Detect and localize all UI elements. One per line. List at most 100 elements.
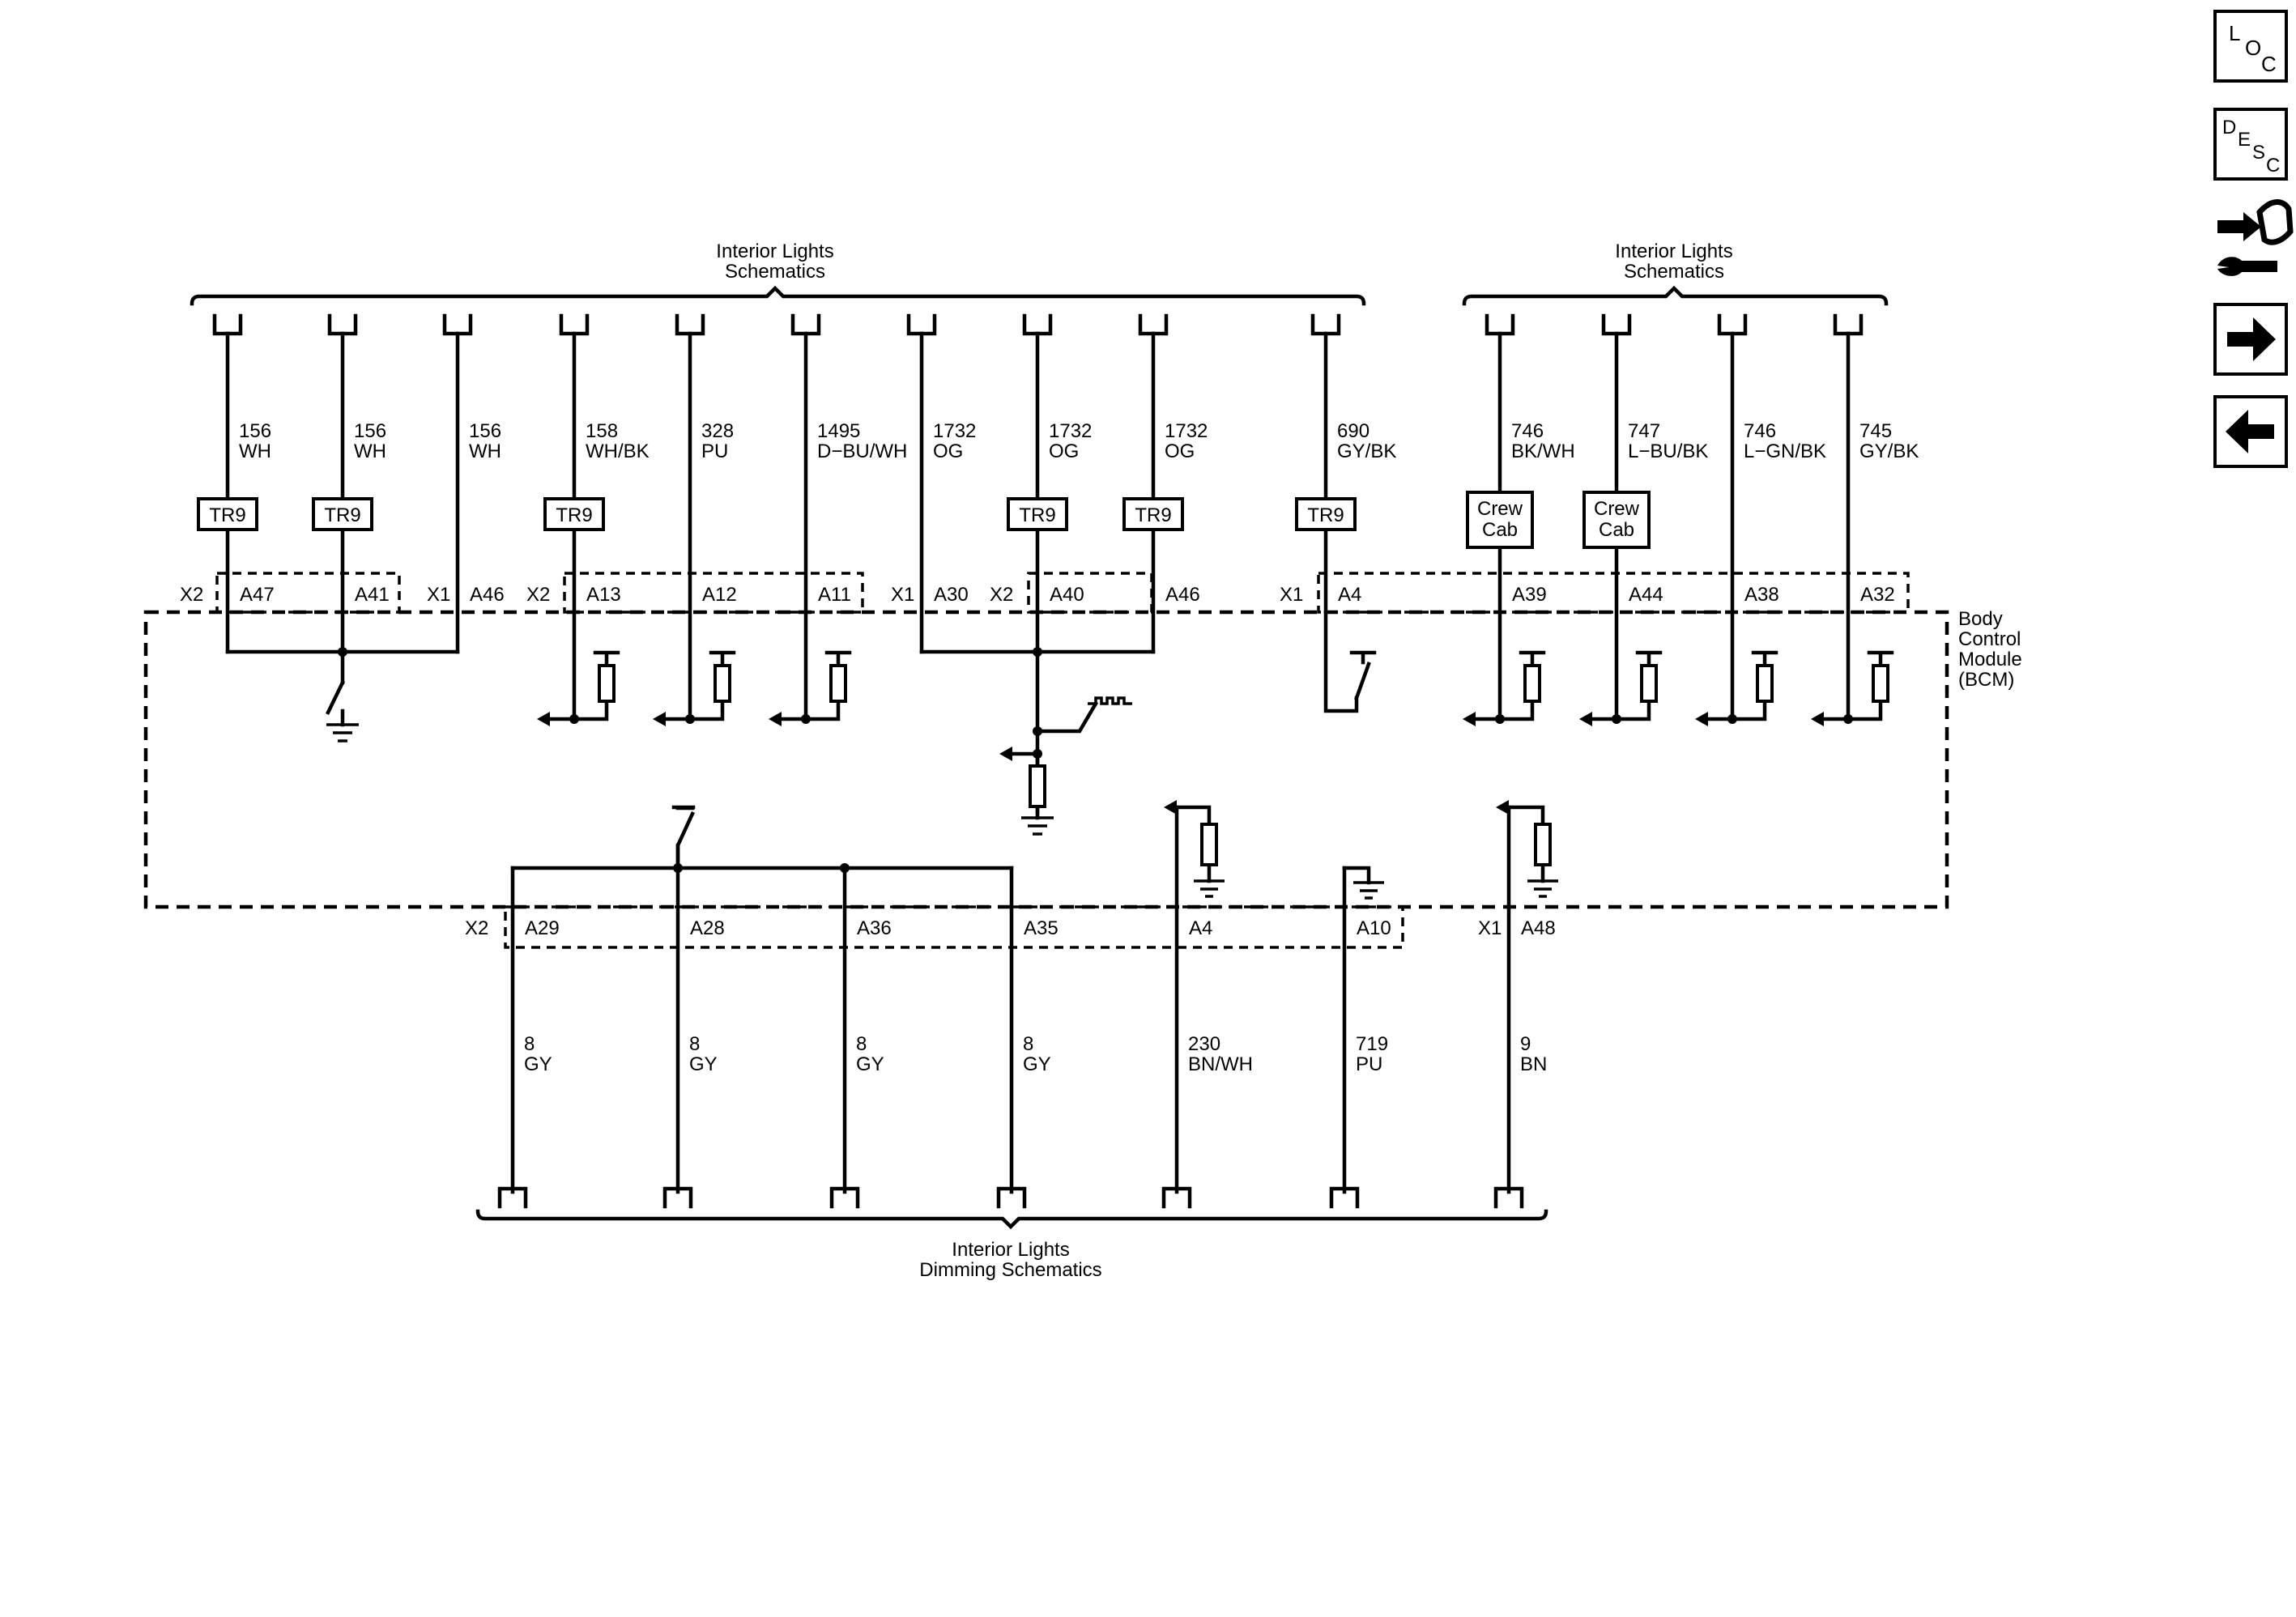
- wire-color: GY: [1023, 1053, 1051, 1075]
- wire-color: GY/BK: [1337, 440, 1396, 462]
- connector-box-x1-top-4: [1317, 572, 1910, 614]
- connector-terminal: [327, 313, 358, 336]
- connector-label: X2: [526, 584, 550, 606]
- pullup-wire: [1614, 699, 1651, 721]
- top-left-bracket: [190, 285, 1366, 306]
- connector-label: X1: [1280, 584, 1303, 606]
- input-arrow: [1695, 712, 1708, 726]
- loc-button[interactable]: L O C: [2213, 10, 2288, 83]
- crew-cab-box: [1582, 491, 1651, 549]
- junction-dot: [1033, 726, 1042, 736]
- arrow-right-icon: [2227, 317, 2276, 361]
- bottom-bracket: [475, 1209, 1548, 1230]
- pulldown-resistor: [1029, 764, 1046, 808]
- wire-color: OG: [1049, 440, 1079, 462]
- pin-label: A44: [1629, 584, 1663, 606]
- input-arrow: [1164, 800, 1177, 815]
- connector-terminal: [497, 1186, 528, 1209]
- wire-number: 690: [1337, 420, 1370, 442]
- tr9-box: [312, 497, 373, 531]
- pin-label: A4: [1189, 917, 1212, 939]
- pin-label: A30: [934, 584, 969, 606]
- wire-color: PU: [1356, 1053, 1382, 1075]
- tr9-box: [197, 497, 258, 531]
- top-left-title-line1: Interior Lights: [716, 240, 833, 262]
- junction-dot: [1033, 647, 1042, 657]
- pullup-resistor: [1872, 664, 1889, 703]
- loc-letter-o: O: [2245, 36, 2261, 60]
- tr9-box: [543, 497, 605, 531]
- pin-label: A46: [1165, 584, 1200, 606]
- pullup-supply: [593, 650, 620, 668]
- connector-terminal: [1310, 313, 1341, 336]
- connector-terminal: [1833, 313, 1864, 336]
- wire-number: 8: [1023, 1033, 1033, 1055]
- pin-label: A40: [1050, 584, 1084, 606]
- previous-page-button[interactable]: [2213, 395, 2288, 468]
- wire-color: GY: [524, 1053, 552, 1075]
- tr9-label: TR9: [324, 504, 360, 526]
- desc-letter-s: S: [2252, 142, 2265, 164]
- pullup-supply: [709, 650, 736, 668]
- wire-number: 1732: [1165, 420, 1208, 442]
- pullup-supply: [1867, 650, 1894, 668]
- crew-cab-box: [1466, 491, 1534, 549]
- module-label-line1: Body: [1958, 608, 2003, 630]
- junction-dot: [673, 863, 683, 873]
- pullup-supply: [1635, 650, 1663, 668]
- connector-repair-icon[interactable]: [2217, 199, 2294, 276]
- wire-number: 156: [239, 420, 271, 442]
- pullup-wire: [1497, 699, 1535, 721]
- pin-label: A13: [586, 584, 621, 606]
- wire-color: L−GN/BK: [1744, 440, 1826, 462]
- desc-button[interactable]: D E S C: [2213, 108, 2288, 181]
- wire-color: BK/WH: [1511, 440, 1575, 462]
- wire-color: WH: [354, 440, 386, 462]
- desc-letter-c: C: [2266, 155, 2280, 177]
- bottom-wire-2: 8GY: [662, 843, 718, 1209]
- pin-label: A29: [525, 917, 560, 939]
- wire-color: BN: [1520, 1053, 1547, 1075]
- top-right-bracket: [1462, 285, 1889, 306]
- next-page-button[interactable]: [2213, 303, 2288, 376]
- crew-cab-label-1: Crew: [1477, 498, 1523, 520]
- pullup-resistor: [598, 664, 616, 703]
- tr9-label: TR9: [1135, 504, 1171, 526]
- input-arrow: [999, 747, 1012, 761]
- connector-label: X1: [891, 584, 914, 606]
- tr9-label: TR9: [1019, 504, 1055, 526]
- tr9-label: TR9: [1307, 504, 1344, 526]
- wire-color: OG: [1165, 440, 1195, 462]
- wire-color: WH: [469, 440, 501, 462]
- wire-number: 745: [1859, 420, 1892, 442]
- connector-terminal: [662, 1186, 693, 1209]
- pin-label: A48: [1521, 917, 1556, 939]
- wire-color: BN/WH: [1188, 1053, 1253, 1075]
- wire-number: 156: [469, 420, 501, 442]
- wire-color: D−BU/WH: [817, 440, 907, 462]
- pin-label: A12: [702, 584, 737, 606]
- tr9-box: [1295, 497, 1357, 531]
- wire-number: 8: [689, 1033, 700, 1055]
- pullup-wire: [1730, 699, 1767, 721]
- connector-box-x2-top-2: [563, 572, 864, 614]
- desc-letter-e: E: [2238, 129, 2251, 151]
- input-arrow: [769, 712, 782, 726]
- connector-label: X1: [427, 584, 450, 606]
- top-right-title-line2: Schematics: [1624, 261, 1724, 283]
- pin-label: A39: [1512, 584, 1547, 606]
- pin-label: A38: [1744, 584, 1779, 606]
- wire-number: 746: [1511, 420, 1544, 442]
- junction-dot: [338, 647, 347, 657]
- pullup-resistor: [1756, 664, 1774, 703]
- connector-terminal: [1138, 313, 1169, 336]
- connector-box-x2-top-3: [1027, 572, 1153, 614]
- tr9-label: TR9: [209, 504, 245, 526]
